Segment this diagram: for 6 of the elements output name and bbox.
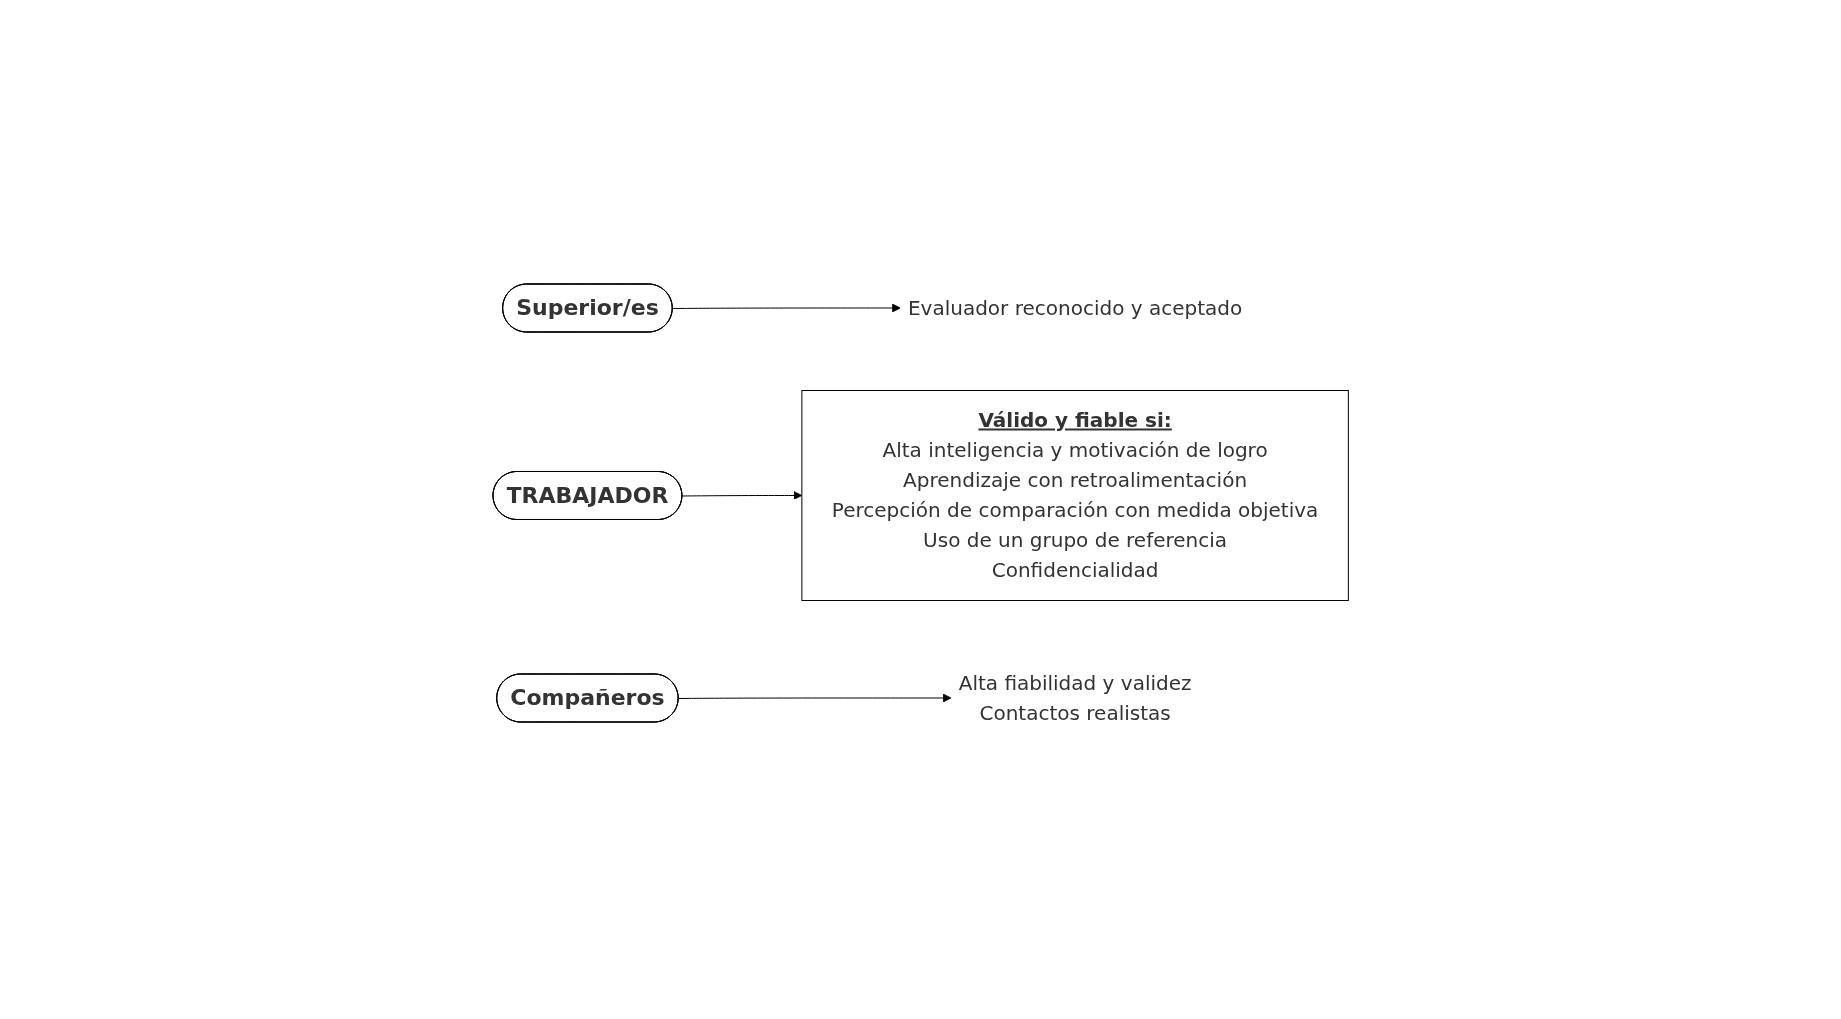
node-text: Alta fiabilidad y validez Contactos realistas	[958, 670, 1192, 725]
arrow	[672, 303, 901, 313]
node-box: Válido y fiable si: Alta inteligencia y motivación de logro Aprendizaje con retroalimentación Percepción de comparación con medida objetiva Uso de un grupo de referencia Confidencialidad	[801, 389, 1349, 601]
arrow	[677, 693, 952, 703]
arrow	[681, 490, 803, 500]
node-text: Evaluador reconocido y aceptado	[907, 295, 1243, 320]
